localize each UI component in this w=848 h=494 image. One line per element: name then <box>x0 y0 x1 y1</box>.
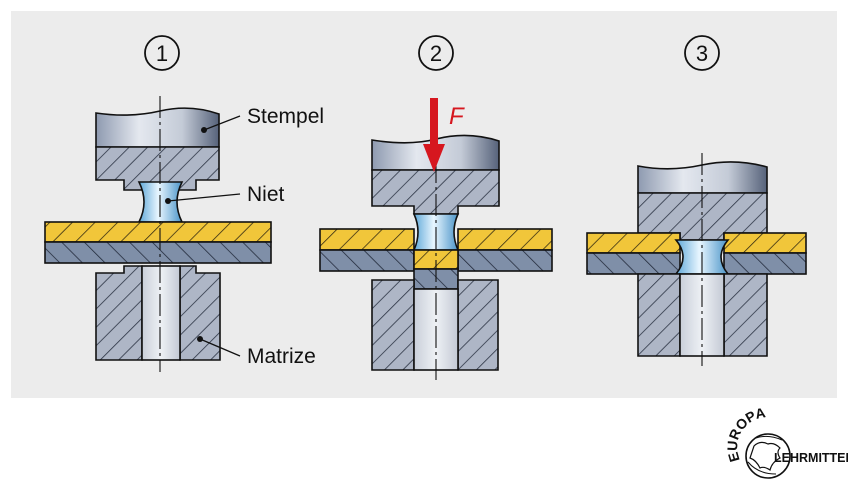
step-3: 3 <box>586 35 807 366</box>
force-label: F <box>449 103 465 130</box>
die-1 <box>95 265 221 361</box>
upper-sheet-3 <box>586 232 807 254</box>
step-3-number-text: 3 <box>696 41 708 66</box>
punch-leader <box>203 115 241 131</box>
force-arrow <box>423 98 445 172</box>
punch-label: Stempel <box>247 105 324 128</box>
step-1: 1 Stempel Niet Matrize <box>44 35 324 372</box>
step-2: 2 F <box>319 35 553 380</box>
punch-1 <box>95 107 220 191</box>
globe-icon <box>745 433 791 479</box>
punch-3 <box>637 161 768 241</box>
upper-sheet-1 <box>44 221 272 243</box>
europa-lehrmittel-logo: EUROPA LEHRMITTEL <box>724 404 848 479</box>
rivet-label: Niet <box>247 183 285 206</box>
step-1-number-text: 1 <box>156 41 168 66</box>
lower-sheet-1 <box>44 241 272 264</box>
rivet-leader <box>167 193 241 202</box>
die-3 <box>637 273 768 357</box>
die-leader <box>199 338 241 357</box>
logo-side-text: LEHRMITTEL <box>774 451 848 465</box>
step-1-number: 1 <box>144 35 180 71</box>
step-2-number-text: 2 <box>430 41 442 66</box>
step-2-number: 2 <box>418 35 454 71</box>
lower-sheet-3 <box>586 252 807 275</box>
die-2 <box>371 279 499 371</box>
step-3-number: 3 <box>684 35 720 71</box>
lower-sheet-2 <box>319 249 553 272</box>
die-label: Matrize <box>247 345 316 368</box>
